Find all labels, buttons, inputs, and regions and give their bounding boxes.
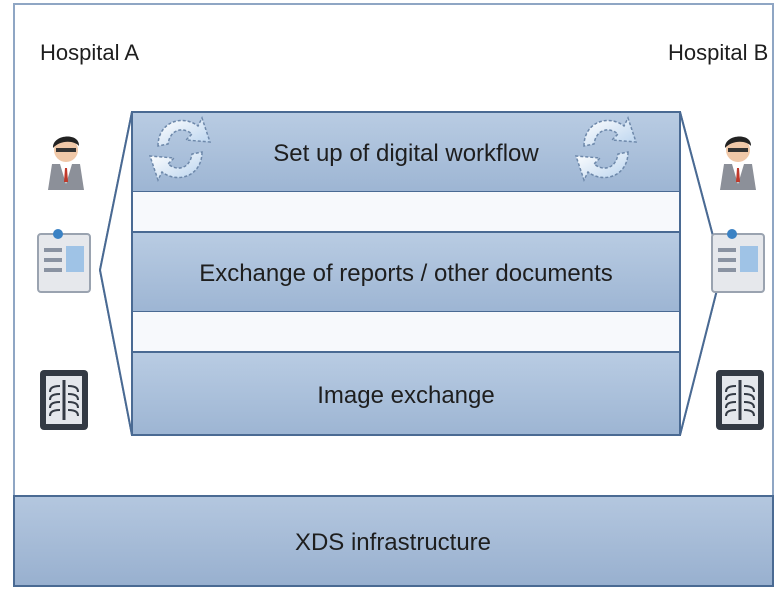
id-card-icon [37, 229, 91, 293]
band-gap-1 [132, 192, 680, 232]
id-card-icon [711, 229, 765, 293]
band-images [131, 351, 681, 436]
sync-arrows-right-icon [574, 116, 638, 182]
arrow-left-tip [98, 111, 133, 436]
band-documents [131, 231, 681, 313]
hospital-b-label: Hospital B [668, 40, 768, 65]
band-label-documents: Exchange of reports / other documents [199, 260, 613, 287]
xds-infrastructure-bar [13, 495, 774, 587]
arrow-right-tip [679, 111, 724, 436]
band-label-workflow: Set up of digital workflow [273, 140, 539, 167]
xds-infrastructure-label: XDS infrastructure [295, 529, 491, 556]
hospital-a-label: Hospital A [40, 40, 139, 65]
chest-xray-icon [716, 370, 764, 430]
band-gap-2 [132, 312, 680, 352]
doctor-icon [48, 136, 84, 190]
band-label-images: Image exchange [317, 382, 494, 409]
doctor-icon [720, 136, 756, 190]
sync-arrows-left-icon [148, 116, 212, 182]
chest-xray-icon [40, 370, 88, 430]
